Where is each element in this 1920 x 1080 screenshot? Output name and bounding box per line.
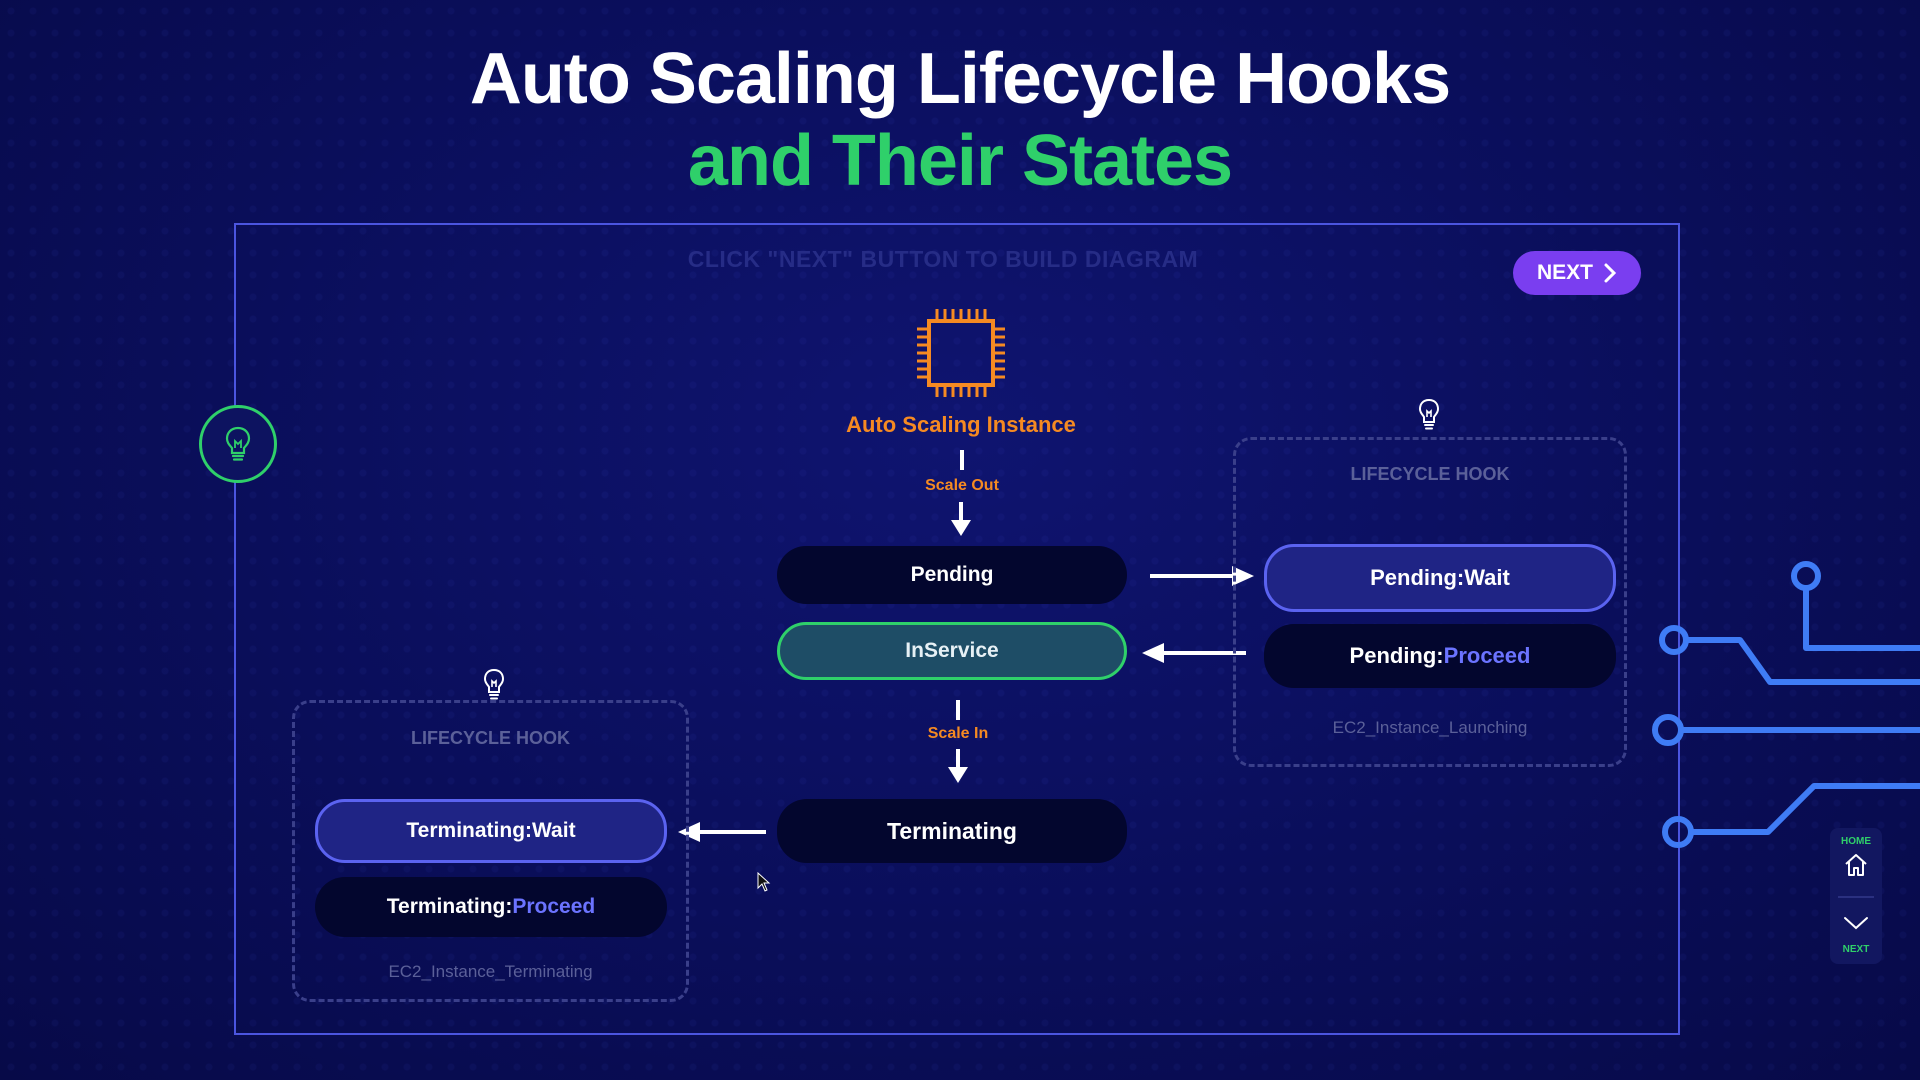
scale-out-label: Scale Out: [925, 477, 999, 494]
proceed-to-inservice-arrow: [1142, 643, 1246, 663]
pending-to-wait-arrow: [1150, 566, 1254, 586]
build-hint: CLICK "NEXT" BUTTON TO BUILD DIAGRAM: [687, 246, 1199, 272]
circuit-decoration: [1652, 561, 1920, 848]
next-button-label: NEXT: [1536, 261, 1593, 284]
nav-divider: [1838, 896, 1874, 898]
chevron-right-icon: [1604, 263, 1617, 283]
launch-hook-event: EC2_Instance_Launching: [1332, 718, 1528, 737]
launch-hook-title: LIFECYCLE HOOK: [1350, 464, 1510, 484]
scale-in-label: Scale In: [927, 725, 989, 742]
scale-out-arrow: [951, 502, 971, 536]
terminating-proceed-accent: Proceed: [512, 895, 596, 918]
nav-next-label: NEXT: [1842, 944, 1870, 955]
launch-hook-box: [1233, 437, 1627, 767]
home-icon[interactable]: [1843, 852, 1869, 878]
lightbulb-icon: [483, 668, 505, 700]
terminate-hook-event: EC2_Instance_Terminating: [388, 962, 593, 981]
state-pending: Pending: [777, 546, 1127, 604]
pending-proceed-accent: Proceed: [1443, 643, 1531, 668]
scale-in-arrow: [948, 749, 968, 783]
state-terminating: Terminating: [777, 799, 1127, 863]
pending-proceed-state: Pending:Proceed: [1264, 624, 1616, 688]
scale-in-connector: [956, 700, 960, 720]
pending-proceed-prefix: Pending:: [1349, 643, 1444, 668]
lightbulb-icon: [225, 426, 251, 461]
chevron-down-icon[interactable]: [1843, 914, 1869, 932]
tip-button[interactable]: [199, 405, 277, 483]
cursor-icon: [757, 872, 771, 892]
chip-icon: [917, 309, 1005, 397]
pending-wait-state: Pending:Wait: [1264, 544, 1616, 612]
terminating-to-wait-arrow: [678, 822, 766, 842]
scale-out-connector: [960, 450, 964, 470]
nav-home-label: HOME: [1841, 836, 1871, 847]
terminating-proceed-state: Terminating:Proceed: [315, 877, 667, 937]
instance-label: Auto Scaling Instance: [846, 412, 1076, 437]
terminate-hook-title: LIFECYCLE HOOK: [410, 728, 570, 748]
lightbulb-icon: [1418, 398, 1440, 430]
terminate-hook-box: [292, 700, 689, 1002]
state-inservice: InService: [777, 622, 1127, 680]
side-nav: HOME NEXT: [1830, 828, 1882, 964]
page-subtitle: and Their States: [687, 121, 1233, 201]
terminating-proceed-prefix: Terminating:: [386, 895, 513, 918]
next-button[interactable]: NEXT: [1513, 251, 1641, 295]
terminating-wait-state: Terminating:Wait: [315, 799, 667, 863]
page-title: Auto Scaling Lifecycle Hooks: [469, 39, 1451, 119]
